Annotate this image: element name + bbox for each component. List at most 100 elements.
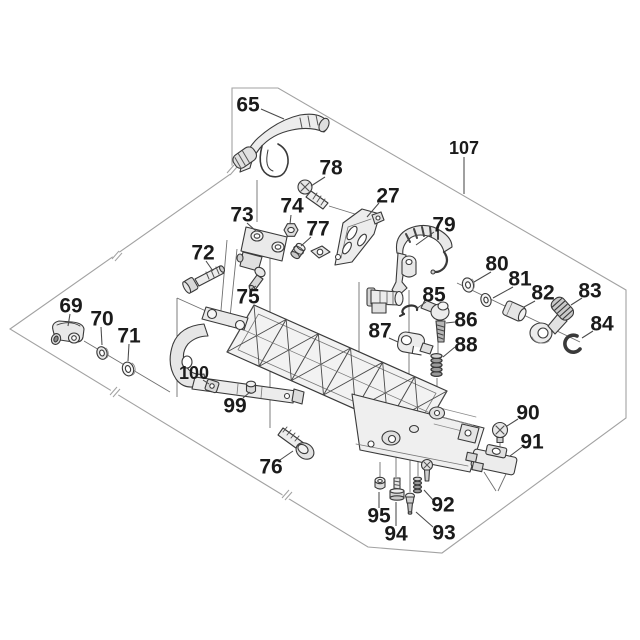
leader-line-88 [442,346,456,358]
leader-line-70 [100,326,103,346]
part-87-art [397,331,434,356]
part-79-art [366,224,453,314]
leader-line-85 [415,301,427,310]
part-label-79: 79 [432,214,455,237]
leader-line-80 [473,271,492,283]
part-label-74: 74 [280,195,304,218]
leader-line-78 [310,176,326,187]
leader-line-93 [415,511,434,528]
assembly-axis-line [483,471,497,492]
leader-line-76 [279,450,294,461]
part-base-plate-art [351,393,485,473]
part-label-100: 100 [179,363,209,383]
part-label-72: 72 [191,242,214,265]
line-break-gap [227,165,237,175]
leader-line-71 [127,343,130,362]
part-82-art [502,300,527,322]
part-label-85: 85 [422,284,446,307]
part-84-art [563,333,582,354]
leader-line-75 [249,285,257,291]
part-80-art [461,277,475,293]
part-inset-screw-art [420,458,434,482]
part-71-art [121,361,136,377]
line-break-gap [282,490,292,500]
part-100-art [204,378,220,394]
part-77-art [290,242,331,260]
part-83-art [529,296,575,344]
part-label-75: 75 [236,286,260,309]
part-label-95: 95 [367,505,391,528]
line-break-tick [111,250,120,260]
line-break-gap [110,387,120,397]
part-label-65: 65 [236,94,260,117]
part-label-81: 81 [508,268,532,291]
leader-line-77 [300,236,312,247]
part-label-69: 69 [59,295,82,318]
lattice-midline [240,328,434,415]
leader-line-90 [506,418,519,427]
line-break-tick [284,491,293,501]
section-boundary [8,87,627,554]
part-label-88: 88 [454,334,478,357]
part-69-art [50,320,85,345]
part-27-art [334,208,385,266]
leader-line-73 [246,222,257,232]
part-label-90: 90 [516,402,539,425]
line-break-gap [112,251,122,261]
part-90-art [491,421,509,444]
part-88-art [430,352,443,378]
leader-line-86 [445,321,456,324]
leader-line-99 [242,391,251,399]
part-93-art [404,492,416,515]
leader-line-91 [509,446,523,457]
part-label-99: 99 [223,395,246,418]
leader-line-92 [423,489,435,502]
part-73-art [236,226,288,272]
part-78-art [297,179,329,210]
part-76-art [277,426,315,460]
leader-line-79 [415,231,435,246]
part-label-84: 84 [590,313,614,336]
leader-line-82 [523,300,536,308]
part-label-107: 107 [449,138,479,158]
part-label-93: 93 [432,522,455,545]
part-label-76: 76 [259,456,282,479]
leader-line-100 [202,379,210,385]
leader-line-65 [260,108,285,120]
part-label-92: 92 [431,494,454,517]
leader-line-72 [205,260,214,272]
line-break-tick [112,388,121,398]
line-break-tick [114,252,123,262]
line-break-tick [229,166,238,176]
part-70-art [96,346,109,360]
part-74-art [283,223,299,237]
part-label-94: 94 [384,523,408,546]
leader-line-27 [366,202,380,218]
leader-line-81 [492,286,514,299]
part-65-art [232,113,330,178]
part-99-art [245,380,257,394]
part-94-art [389,477,405,501]
part-label-77: 77 [306,218,329,241]
leader-line-87 [388,337,399,343]
part-label-82: 82 [531,282,554,305]
part-81-art [480,292,492,308]
part-label-87: 87 [368,320,391,343]
line-break-tick [281,489,290,499]
part-92-art [412,476,423,494]
part-label-73: 73 [230,204,253,227]
part-72-art [182,265,226,294]
parts-artwork-layer [50,113,582,515]
part-label-70: 70 [90,308,113,331]
leader-line-69 [67,313,71,327]
part-label-71: 71 [117,325,141,348]
line-break-tick [226,164,235,174]
assembly-axis-line [219,239,228,323]
part-label-91: 91 [520,431,544,454]
line-break-tick [109,386,118,396]
assembly-axis-line [176,297,207,312]
leader-line-74 [289,214,292,225]
leader-line-84 [581,330,594,339]
